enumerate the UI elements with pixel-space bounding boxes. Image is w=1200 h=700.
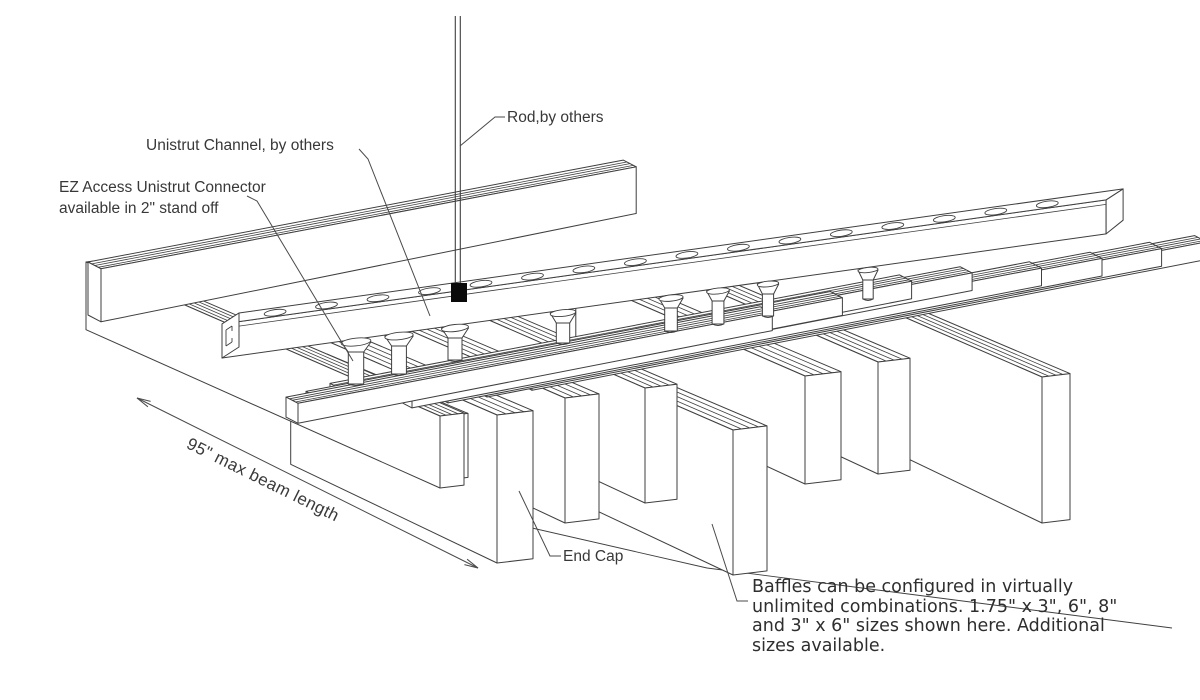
unistrut-channel-label: Unistrut Channel, by others	[146, 137, 334, 154]
baffle-note-line3: and 3" x 6" sizes shown here. Additional	[752, 616, 1105, 637]
end-cap-label: End Cap	[563, 548, 624, 565]
ez-connector-label-line2: available in 2" stand off	[59, 200, 219, 217]
ez-connector-label-line1: EZ Access Unistrut Connector	[59, 179, 266, 196]
baffle-note-line4: sizes available.	[752, 635, 886, 656]
baffle-note-line1: Baffles can be configured in virtually	[752, 577, 1074, 597]
baffle-note: Baffles can be configured in virtually u…	[752, 577, 1118, 656]
ez-connector-label: EZ Access Unistrut Connector available i…	[59, 177, 266, 219]
rod-label: Rod,by others	[507, 109, 604, 126]
baffle-note-line2: unlimited combinations. 1.75" x 3", 6", …	[752, 596, 1118, 617]
